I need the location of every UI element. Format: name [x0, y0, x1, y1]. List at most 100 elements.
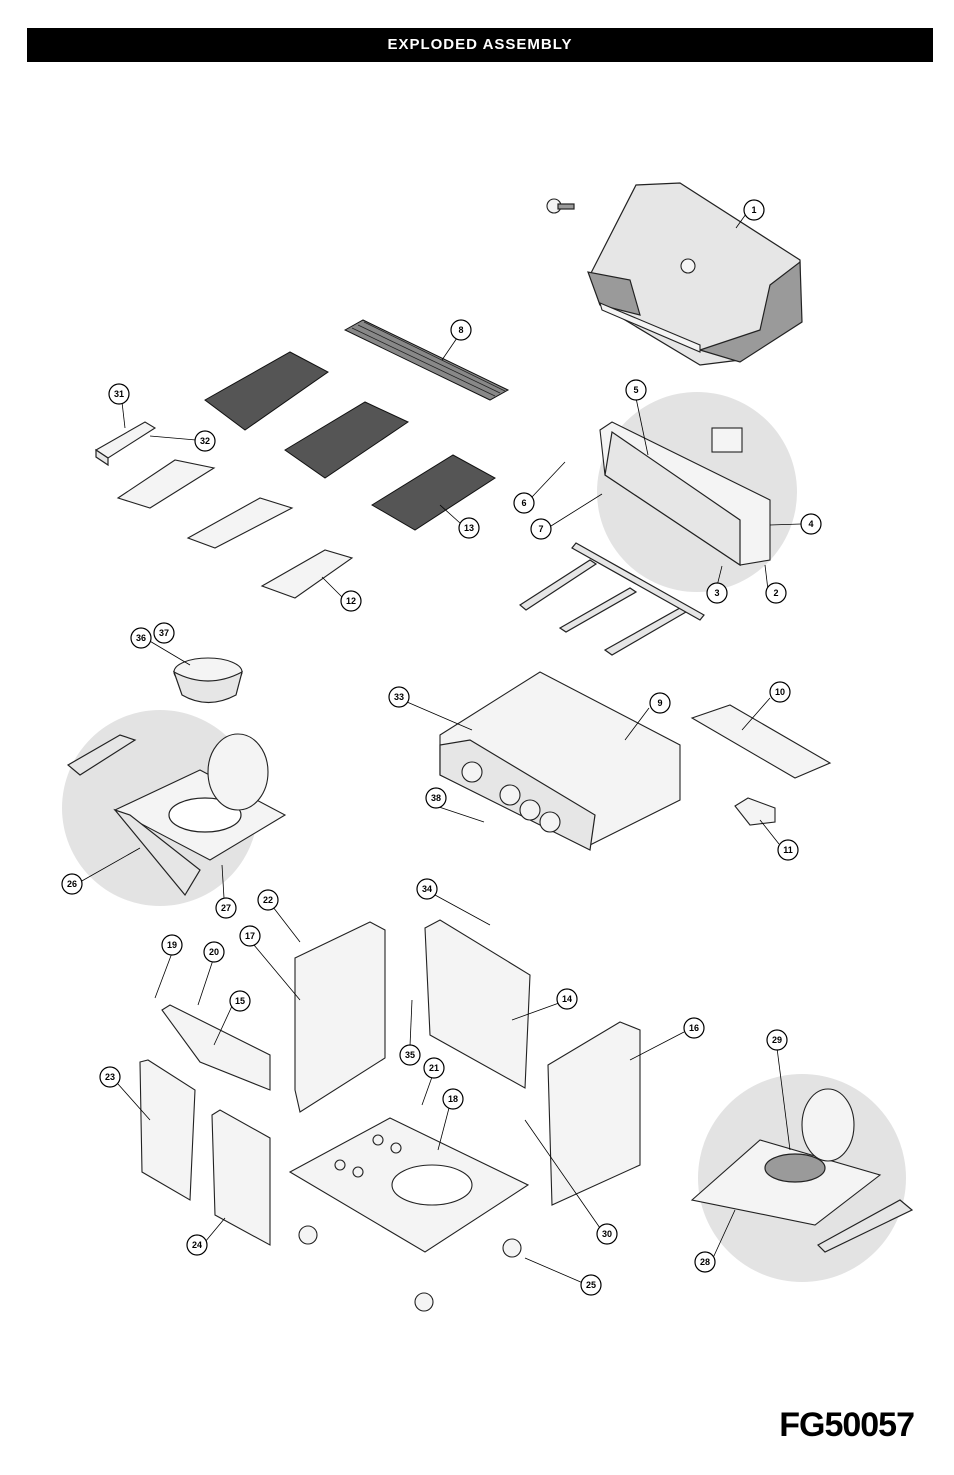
- svg-text:35: 35: [405, 1050, 415, 1060]
- svg-text:4: 4: [808, 519, 813, 529]
- callout-9: 9: [649, 692, 671, 714]
- callout-24: 24: [186, 1234, 208, 1256]
- part-flame-tamer: [116, 459, 354, 599]
- part-back-panel: [424, 919, 531, 1089]
- callout-6: 6: [513, 492, 535, 514]
- callout-38: 38: [425, 787, 447, 809]
- part-right-side-panel: [547, 1021, 641, 1206]
- part-lid: [587, 182, 803, 366]
- svg-text:2: 2: [773, 588, 778, 598]
- part-left-side-shelf: [66, 733, 287, 897]
- part-bottom-shelf: [288, 1117, 530, 1253]
- callout-20: 20: [203, 941, 225, 963]
- svg-text:38: 38: [431, 793, 441, 803]
- page-title: EXPLODED ASSEMBLY: [387, 36, 573, 53]
- svg-text:3: 3: [714, 588, 719, 598]
- callout-33: 33: [388, 686, 410, 708]
- callout-22: 22: [257, 889, 279, 911]
- callout-10: 10: [769, 681, 791, 703]
- part-front-rail: [161, 1004, 271, 1091]
- svg-text:24: 24: [192, 1240, 202, 1250]
- svg-text:9: 9: [657, 698, 662, 708]
- svg-text:8: 8: [458, 325, 463, 335]
- part-casters: [298, 1225, 522, 1312]
- part-right-side-burner-shelf: [690, 1088, 914, 1253]
- svg-text:19: 19: [167, 940, 177, 950]
- callout-19: 19: [161, 934, 183, 956]
- callout-3: 3: [706, 582, 728, 604]
- part-grease-cup: [734, 797, 776, 826]
- callout-29: 29: [766, 1029, 788, 1051]
- svg-text:37: 37: [159, 628, 169, 638]
- part-right-door: [211, 1109, 271, 1246]
- callout-1: 1: [743, 199, 765, 221]
- callout-25: 25: [580, 1274, 602, 1296]
- part-left-side-panel: [294, 921, 386, 1113]
- svg-text:31: 31: [114, 389, 124, 399]
- svg-text:14: 14: [562, 994, 572, 1004]
- callout-34: 34: [416, 878, 438, 900]
- callout-21: 21: [423, 1057, 445, 1079]
- svg-text:28: 28: [700, 1257, 710, 1267]
- svg-text:34: 34: [422, 884, 432, 894]
- callout-31: 31: [108, 383, 130, 405]
- callout-2: 2: [765, 582, 787, 604]
- callout-30: 30: [596, 1223, 618, 1245]
- svg-text:25: 25: [586, 1280, 596, 1290]
- svg-text:12: 12: [346, 596, 356, 606]
- callout-4: 4: [800, 513, 822, 535]
- callout-28: 28: [694, 1251, 716, 1273]
- svg-text:27: 27: [221, 903, 231, 913]
- svg-text:23: 23: [105, 1072, 115, 1082]
- svg-text:20: 20: [209, 947, 219, 957]
- callout-18: 18: [442, 1088, 464, 1110]
- part-burner-bracket: [599, 421, 771, 567]
- callout-23: 23: [99, 1066, 121, 1088]
- svg-text:29: 29: [772, 1035, 782, 1045]
- header-bar: EXPLODED ASSEMBLY: [27, 28, 933, 62]
- svg-text:6: 6: [521, 498, 526, 508]
- svg-text:10: 10: [775, 687, 785, 697]
- svg-text:33: 33: [394, 692, 404, 702]
- svg-text:26: 26: [67, 879, 77, 889]
- svg-text:15: 15: [235, 996, 245, 1006]
- part-left-door: [139, 1059, 196, 1201]
- callout-12: 12: [340, 590, 362, 612]
- svg-text:17: 17: [245, 931, 255, 941]
- callout-5: 5: [625, 379, 647, 401]
- callout-7: 7: [530, 518, 552, 540]
- callout-17: 17: [239, 925, 261, 947]
- part-smoker-box: [94, 421, 157, 467]
- svg-text:36: 36: [136, 633, 146, 643]
- callout-8: 8: [450, 319, 472, 341]
- callout-27: 27: [215, 897, 237, 919]
- svg-text:11: 11: [783, 845, 793, 855]
- callout-35: 35: [399, 1044, 421, 1066]
- callout-36: 36: [130, 627, 152, 649]
- part-firebox: [439, 671, 681, 851]
- callout-14: 14: [556, 988, 578, 1010]
- svg-text:16: 16: [689, 1023, 699, 1033]
- svg-text:22: 22: [263, 895, 273, 905]
- svg-text:5: 5: [633, 385, 638, 395]
- callout-26: 26: [61, 873, 83, 895]
- svg-text:21: 21: [429, 1063, 439, 1073]
- callout-13: 13: [458, 517, 480, 539]
- part-cooking-grate: [204, 351, 496, 531]
- svg-text:7: 7: [538, 524, 543, 534]
- svg-text:30: 30: [602, 1229, 612, 1239]
- callout-37: 37: [153, 622, 175, 644]
- callout-32: 32: [194, 430, 216, 452]
- part-side-burner-bowl: [172, 657, 243, 704]
- part-grease-tray: [690, 704, 832, 779]
- svg-text:18: 18: [448, 1094, 458, 1104]
- model-number: FG50057: [779, 1406, 915, 1444]
- callout-15: 15: [229, 990, 251, 1012]
- callout-11: 11: [777, 839, 799, 861]
- callout-16: 16: [683, 1017, 705, 1039]
- svg-text:1: 1: [751, 205, 756, 215]
- part-thermometer: [546, 198, 575, 214]
- svg-text:13: 13: [464, 523, 474, 533]
- part-burner-tubes: [518, 542, 705, 656]
